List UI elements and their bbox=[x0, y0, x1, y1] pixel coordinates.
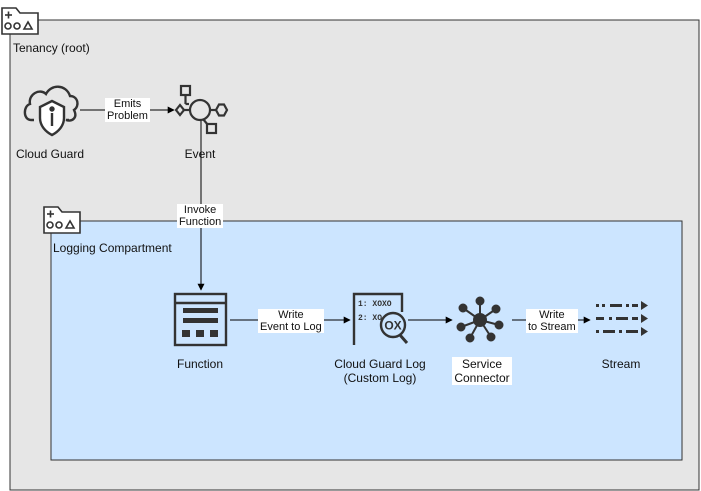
tenancy-compartment-icon bbox=[1, 7, 39, 35]
service-connector-label-line1: Service bbox=[461, 357, 502, 371]
stream-icon bbox=[596, 301, 648, 336]
invoke-function-line2: Function bbox=[179, 216, 222, 228]
emits-problem-line2: Problem bbox=[107, 110, 148, 122]
logging-compartment-icon bbox=[43, 206, 81, 234]
logging-compartment-label: Logging Compartment bbox=[53, 241, 172, 255]
emits-problem-label: Emits Problem bbox=[105, 98, 150, 122]
function-label: Function bbox=[176, 357, 224, 371]
invoke-function-label: Invoke Function bbox=[177, 204, 224, 228]
service-connector-label-line2: Connector bbox=[454, 371, 510, 385]
event-flow-icon bbox=[174, 84, 229, 135]
cloud-guard-log-label-line2: (Custom Log) bbox=[343, 371, 417, 385]
write-event-to-log-label: Write Event to Log bbox=[258, 309, 324, 333]
service-connector-label: Service Connector bbox=[452, 357, 512, 385]
log-icon-row2: 2: XO bbox=[358, 314, 382, 323]
custom-log-icon: 1: XOXO 2: XO OX bbox=[352, 292, 409, 345]
event-label: Event bbox=[184, 147, 216, 161]
service-connector-icon bbox=[456, 296, 504, 343]
write-to-stream-line1: Write bbox=[539, 309, 565, 321]
write-event-to-log-line1: Write bbox=[278, 309, 304, 321]
log-icon-row1: 1: XOXO bbox=[358, 300, 392, 309]
cloud-shield-icon bbox=[23, 85, 79, 137]
log-icon-badge: OX bbox=[384, 319, 401, 333]
cloud-guard-label: Cloud Guard bbox=[15, 147, 85, 161]
invoke-function-line1: Invoke bbox=[183, 204, 217, 216]
emits-problem-line1: Emits bbox=[113, 98, 142, 110]
write-to-stream-line2: to Stream bbox=[528, 321, 576, 333]
logging-compartment-container bbox=[50, 220, 683, 461]
tenancy-label: Tenancy (root) bbox=[13, 41, 90, 55]
write-event-to-log-line2: Event to Log bbox=[260, 321, 322, 333]
cloud-guard-log-label: Cloud Guard Log (Custom Log) bbox=[320, 357, 440, 385]
stream-label: Stream bbox=[601, 357, 641, 371]
function-icon bbox=[173, 292, 228, 347]
write-to-stream-label: Write to Stream bbox=[526, 309, 578, 333]
cloud-guard-log-label-line1: Cloud Guard Log bbox=[334, 357, 426, 371]
